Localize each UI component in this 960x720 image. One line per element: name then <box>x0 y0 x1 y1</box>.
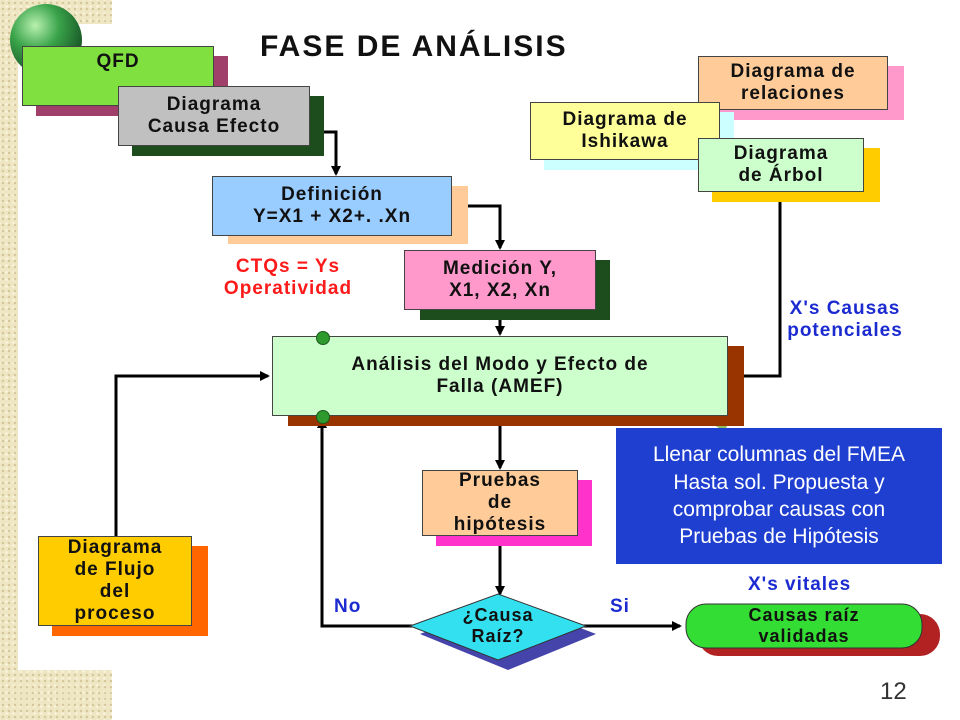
pruebas-box: Pruebas de hipótesis <box>422 470 578 536</box>
causa-efecto-box: Diagrama Causa Efecto <box>118 86 310 146</box>
arrow-definicion-medicion <box>452 204 505 250</box>
ctqs-label: CTQs = Ys Operatividad <box>223 256 353 299</box>
decision-diamond <box>408 593 588 661</box>
ishikawa-box: Diagrama de Ishikawa <box>530 102 720 160</box>
decision-label: ¿Causa Raíz? <box>462 605 534 646</box>
definicion-box: Definición Y=X1 + X2+. .Xn <box>212 176 452 236</box>
amef-box: Análisis del Modo y Efecto de Falla (AME… <box>272 336 728 416</box>
page-title: FASE DE ANÁLISIS <box>260 30 568 63</box>
flujo-box: Diagrama de Flujo del proceso <box>38 536 192 626</box>
xs-causas-label: X's Causas potenciales <box>787 298 903 341</box>
no-label: No <box>334 596 362 617</box>
amef-handle-bottom <box>316 410 330 424</box>
arrow-no-amef <box>317 418 418 628</box>
xs-vitales-label: X's vitales <box>748 574 852 595</box>
relaciones-box: Diagrama de relaciones <box>698 56 888 110</box>
amef-handle-top <box>316 331 330 345</box>
si-label: Si <box>610 596 630 617</box>
causas-raiz-shape <box>685 603 923 649</box>
fmea-note: Llenar columnas del FMEA Hasta sol. Prop… <box>616 428 942 564</box>
medicion-box: Medición Y, X1, X2, Xn <box>404 250 596 310</box>
arrow-arbol-amef <box>730 192 782 381</box>
arbol-box: Diagrama de Árbol <box>698 138 864 192</box>
causas-raiz-label: Causas raíz validadas <box>748 605 860 646</box>
arrow-flujo-amef <box>114 371 270 540</box>
page-number: 12 <box>880 678 907 705</box>
